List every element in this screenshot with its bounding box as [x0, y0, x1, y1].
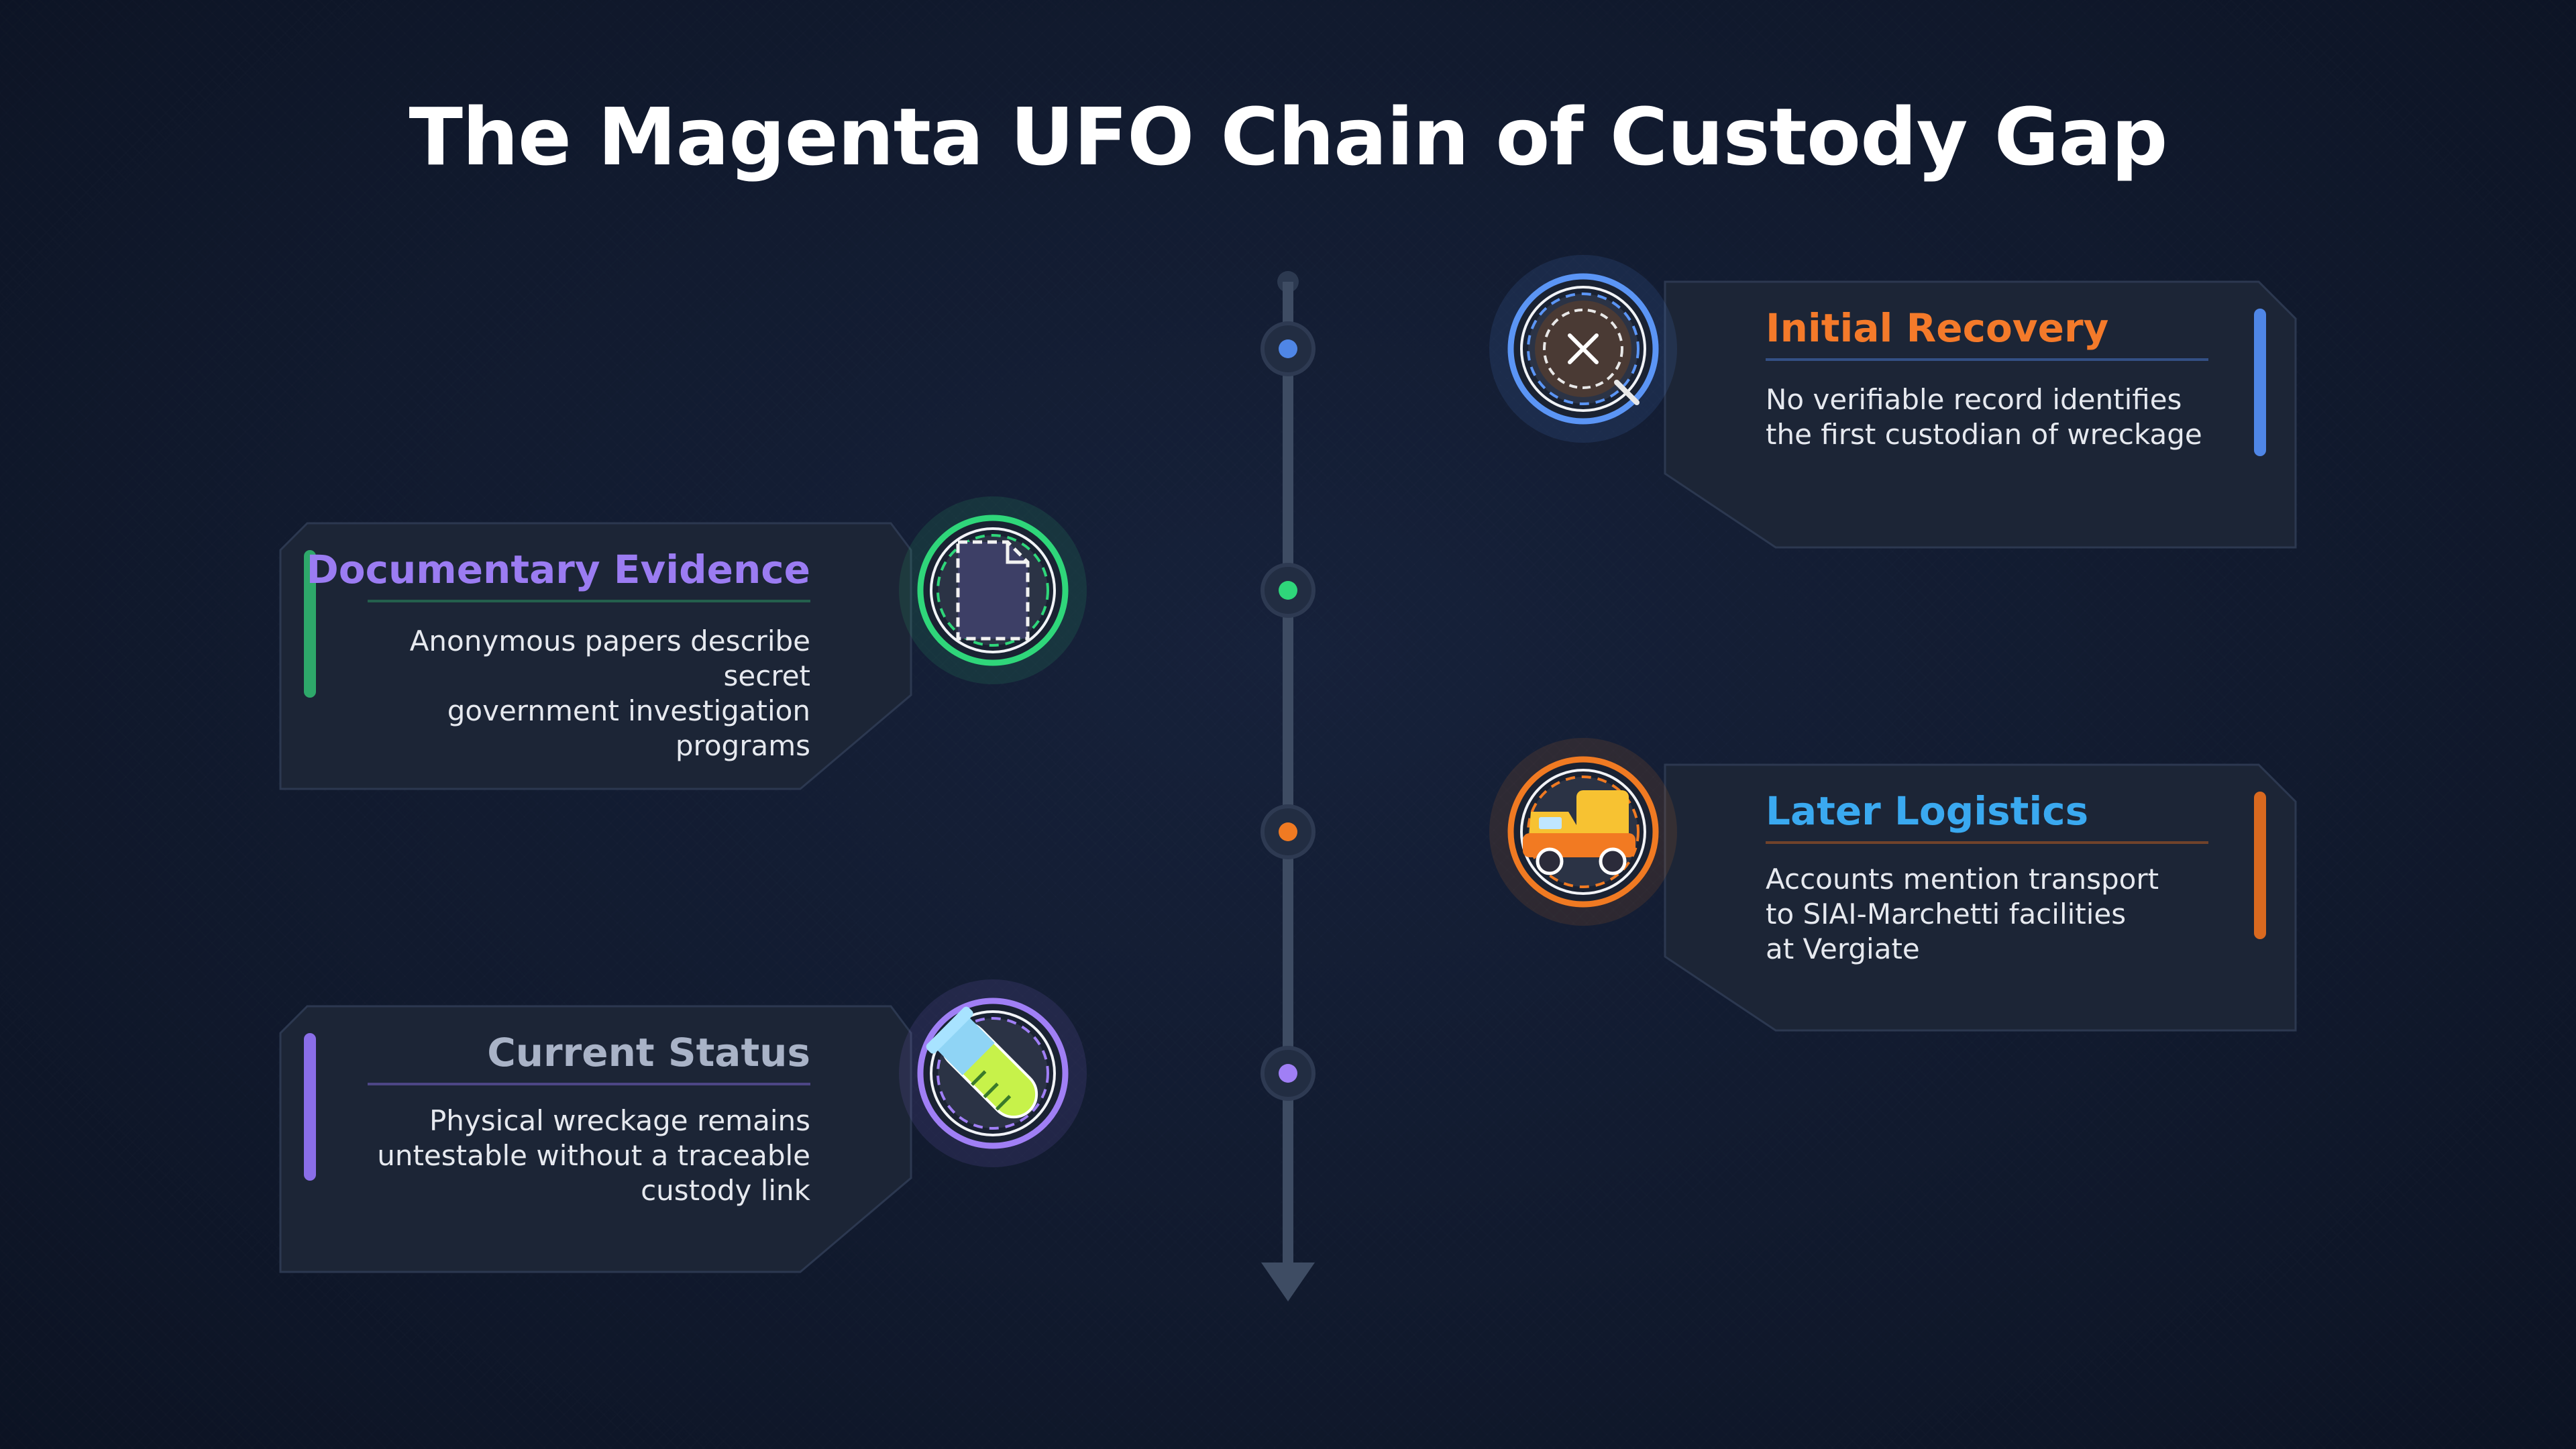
- icon-dashed-ring: [1527, 292, 1640, 405]
- truck-cargo: [1576, 790, 1629, 845]
- truck-wheel: [1599, 847, 1627, 875]
- card-title-underline: [368, 600, 810, 602]
- tube-lip: [926, 1006, 973, 1054]
- icon-inner-ring: [930, 1010, 1056, 1136]
- tube-graduation: [971, 1070, 987, 1086]
- icon-dashed-ring: [936, 534, 1049, 647]
- timeline-spine: [1261, 271, 1315, 1301]
- timeline-node-dot: [1279, 581, 1297, 600]
- card-accent-bar: [2254, 792, 2266, 939]
- card-background: [1664, 280, 2297, 549]
- test-tube: [926, 1006, 1038, 1119]
- test-tube-icon: [899, 979, 1087, 1167]
- card-description: No verifiable record identifies the firs…: [1766, 383, 2202, 451]
- card-description: Physical wreckage remains untestable wit…: [377, 1104, 810, 1207]
- card-panel-initial-recovery: [1664, 280, 2297, 549]
- card-panel-later-logistics: [1664, 763, 2297, 1032]
- card-title-underline: [1766, 358, 2208, 361]
- timeline-node-dot: [1279, 1064, 1297, 1083]
- magnifier-handle: [1614, 380, 1640, 405]
- truck-wheel: [1536, 847, 1564, 875]
- timeline-arrow-head: [1261, 1263, 1315, 1301]
- card-title: Documentary Evidence: [306, 547, 810, 592]
- card-current-status: Current Status Physical wreckage remains…: [315, 1030, 810, 1231]
- card-accent-bar: [304, 1033, 316, 1181]
- icon-inner-ring: [1520, 769, 1646, 895]
- document-icon: [899, 496, 1087, 684]
- truck-icon: [1489, 738, 1677, 926]
- timeline-node-dot: [1279, 822, 1297, 841]
- cross-stroke: [1568, 333, 1599, 364]
- truck-window: [1539, 817, 1562, 829]
- card-title: Current Status: [487, 1030, 810, 1075]
- card-title: Initial Recovery: [1766, 305, 2109, 351]
- connector-documentary-evidence: [989, 563, 1316, 618]
- tube-graduation: [995, 1095, 1012, 1111]
- card-title-underline: [368, 1083, 810, 1085]
- page-title: The Magenta UFO Chain of Custody Gap: [409, 91, 2167, 183]
- card-accent-bar: [304, 550, 316, 698]
- document-sheet: [956, 540, 1030, 641]
- card-documentary-evidence: Documentary Evidence Anonymous papers de…: [307, 547, 810, 762]
- magnifier-cross-icon: [1489, 255, 1677, 443]
- card-panel-documentary-evidence: [279, 522, 912, 790]
- card-background: [279, 522, 912, 790]
- tube-graduation: [983, 1082, 999, 1099]
- connector-later-logistics: [1260, 804, 1587, 859]
- card-title: Later Logistics: [1766, 788, 2089, 834]
- icon-dashed-ring: [1527, 775, 1640, 888]
- icon-dashed-ring: [936, 1017, 1049, 1130]
- card-panel-current-status: [279, 1005, 912, 1273]
- card-description: Accounts mention transport to SIAI-March…: [1766, 863, 2159, 965]
- card-background: [1664, 763, 2297, 1032]
- card-initial-recovery: Initial Recovery No verifiable record id…: [1766, 305, 2235, 480]
- tube-top: [932, 1013, 995, 1075]
- card-background: [279, 1005, 912, 1273]
- icon-inner-ring: [930, 527, 1056, 653]
- card-accent-bar: [2254, 309, 2266, 456]
- document-fold: [1006, 542, 1028, 564]
- card-description: Anonymous papers describe secret governm…: [409, 625, 810, 762]
- card-later-logistics: Later Logistics Accounts mention transpo…: [1766, 788, 2235, 989]
- magnifier-rim: [1543, 309, 1623, 389]
- card-title-underline: [1766, 841, 2208, 844]
- timeline-node-dot: [1279, 339, 1297, 358]
- icon-inner-ring: [1520, 286, 1646, 412]
